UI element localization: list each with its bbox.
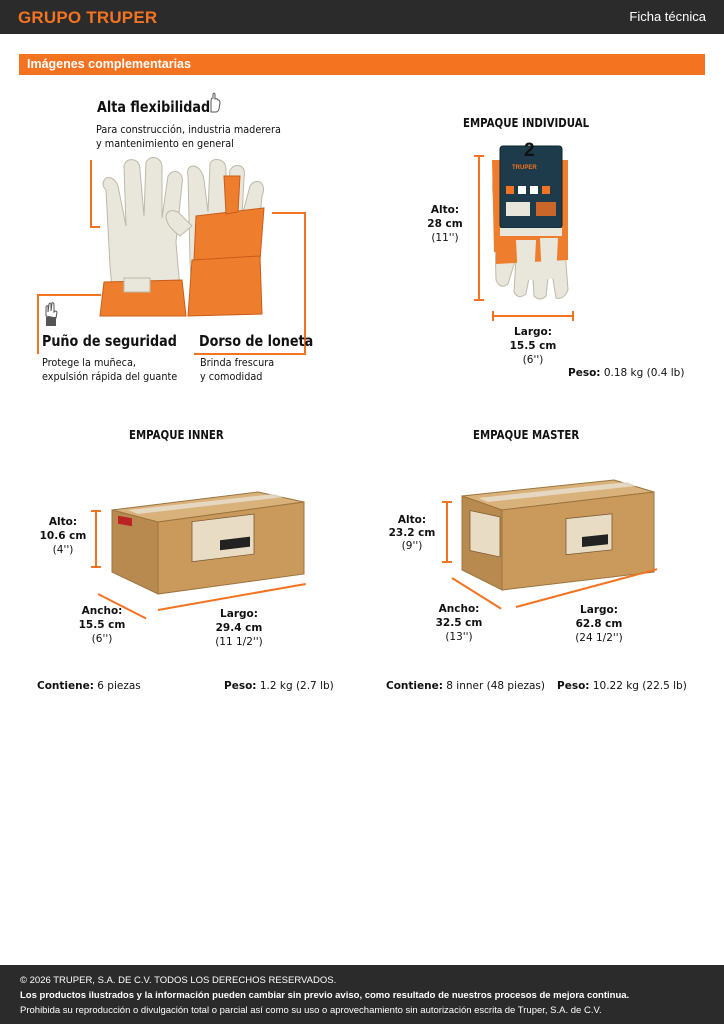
master-ancho-cm: 32.5 cm: [435, 617, 483, 629]
inner-contiene-label: Contiene:: [37, 680, 94, 692]
individual-peso-value: 0.18 kg (0.4 lb): [603, 367, 685, 379]
inner-height-cap-top: [91, 510, 101, 512]
back-description: Brinda frescura y comodidad: [200, 356, 275, 383]
individual-largo-cm: 15.5 cm: [509, 340, 557, 352]
master-height-cap-bottom: [442, 561, 452, 563]
brand-logo: GRUPO TRUPER: [18, 8, 158, 27]
callout-flex-tick: [90, 226, 100, 228]
tag-brand: TRUPER: [512, 165, 537, 171]
master-largo-in: (24 1/2''): [575, 632, 623, 644]
individual-weight: Peso: 0.18 kg (0.4 lb): [568, 367, 684, 379]
individual-alto-cm: 28 cm: [427, 218, 463, 230]
master-height-line: [446, 501, 448, 563]
inner-peso-value: 1.2 kg (2.7 lb): [259, 680, 334, 692]
individual-largo-label: Largo:: [514, 326, 552, 338]
footer-notice: Los productos ilustrados y la informació…: [20, 990, 630, 1001]
footer: © 2026 TRUPER, S.A. DE C.V. TODOS LOS DE…: [0, 965, 724, 1024]
master-weight: Peso: 10.22 kg (22.5 lb): [557, 680, 687, 692]
master-largo-label: Largo:: [580, 604, 618, 616]
individual-length-line: [492, 315, 574, 317]
inner-height-cap-bottom: [91, 566, 101, 568]
individual-title: EMPAQUE INDIVIDUAL: [463, 116, 590, 130]
inner-height-line: [95, 510, 97, 568]
inner-largo-cm: 29.4 cm: [215, 622, 263, 634]
footer-copyright: © 2026 TRUPER, S.A. DE C.V. TODOS LOS DE…: [20, 975, 337, 986]
master-alto-in: (9''): [401, 540, 423, 552]
master-peso-label: Peso:: [557, 680, 590, 692]
document-type: Ficha técnica: [629, 9, 706, 24]
callout-flex-line: [90, 160, 92, 228]
inner-largo-label: Largo:: [220, 608, 258, 620]
back-title: Dorso de loneta: [199, 332, 314, 350]
individual-package-image: [492, 145, 569, 300]
section-header: Imágenes complementarias: [19, 54, 705, 75]
tag-number: 2: [524, 140, 535, 161]
callout-back-base: [194, 353, 306, 355]
master-alto-label: Alto:: [397, 514, 427, 526]
individual-height-line: [478, 155, 480, 301]
inner-peso-label: Peso:: [224, 680, 257, 692]
individual-height-cap-bottom: [474, 299, 484, 301]
inner-contiene-value: 6 piezas: [97, 680, 141, 692]
master-box-image: [461, 479, 655, 591]
master-title: EMPAQUE MASTER: [473, 428, 580, 442]
individual-height-cap-top: [474, 155, 484, 157]
glove-left: [99, 157, 187, 317]
callout-back-tick: [272, 212, 306, 214]
inner-title: EMPAQUE INNER: [129, 428, 224, 442]
master-ancho-in: (13''): [445, 631, 473, 643]
individual-alto-label: Alto:: [430, 204, 460, 216]
inner-contents: Contiene: 6 piezas: [37, 680, 141, 692]
inner-box-image: [111, 491, 305, 595]
individual-length-cap-right: [572, 311, 574, 321]
inner-alto-in: (4''): [52, 544, 74, 556]
inner-alto-cm: 10.6 cm: [39, 530, 87, 542]
master-peso-value: 10.22 kg (22.5 lb): [592, 680, 687, 692]
callout-wrist-line: [37, 294, 39, 354]
section-title: Imágenes complementarias: [27, 57, 191, 71]
master-ancho-label: Ancho:: [438, 603, 480, 615]
master-largo-cm: 62.8 cm: [575, 618, 623, 630]
master-alto-cm: 23.2 cm: [388, 527, 436, 539]
footer-prohibition: Prohibida su reproducción o divulgación …: [20, 1005, 602, 1016]
master-contents: Contiene: 8 inner (48 piezas): [386, 680, 545, 692]
inner-largo-in: (11 1/2''): [215, 636, 263, 648]
inner-ancho-label: Ancho:: [81, 605, 123, 617]
callout-wrist-tick: [37, 294, 101, 296]
individual-peso-label: Peso:: [568, 367, 601, 379]
hand-wrist-icon: [45, 302, 58, 326]
inner-weight: Peso: 1.2 kg (2.7 lb): [224, 680, 334, 692]
individual-length-cap-left: [492, 311, 494, 321]
gloves-illustration: [99, 157, 265, 317]
inner-alto-label: Alto:: [48, 516, 78, 528]
flex-description: Para construcción, industria maderera y …: [96, 123, 281, 150]
master-contiene-value: 8 inner (48 piezas): [446, 680, 545, 692]
master-contiene-label: Contiene:: [386, 680, 443, 692]
individual-largo-in: (6''): [522, 354, 544, 366]
glove-right: [165, 159, 265, 317]
wrist-description: Protege la muñeca, expulsión rápida del …: [42, 356, 178, 383]
individual-alto-in: (11''): [431, 232, 459, 244]
callout-back-line: [304, 212, 306, 354]
hand-flex-icon: [210, 92, 221, 113]
top-bar: GRUPO TRUPER Ficha técnica: [0, 0, 724, 34]
flex-title: Alta flexibilidad: [97, 98, 211, 116]
inner-ancho-in: (6''): [91, 633, 113, 645]
inner-ancho-cm: 15.5 cm: [78, 619, 126, 631]
wrist-title: Puño de seguridad: [42, 332, 177, 350]
master-height-cap-top: [442, 501, 452, 503]
